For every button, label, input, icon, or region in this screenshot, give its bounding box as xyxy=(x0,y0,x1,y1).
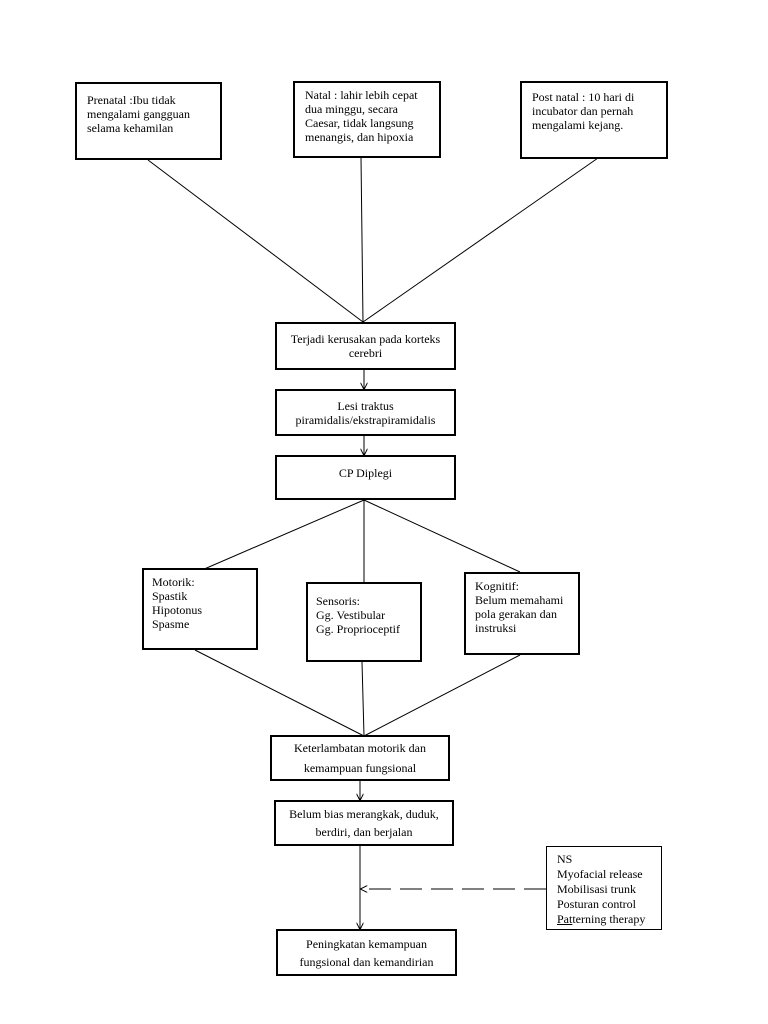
line-sensoris-to-keterlambatan xyxy=(361,661,365,737)
natal-line-1: Natal : lahir lebih cepat xyxy=(305,88,418,102)
peningkatan-line-2: fungsional dan kemandirian xyxy=(299,954,434,969)
natal-line-4: menangis, dan hipoxia xyxy=(305,130,414,144)
line-kognitif-to-keterlambatan xyxy=(363,654,521,737)
kerusakan-line-1: Terjadi kerusakan pada korteks xyxy=(290,332,441,346)
kerusakan-box: Terjadi kerusakan pada korteks cerebri xyxy=(275,322,456,370)
line-natal-to-kerusakan xyxy=(360,156,364,323)
lesi-line-2: piramidalis/ekstrapiramidalis xyxy=(295,412,436,427)
sensoris-box: Sensoris: Gg. Vestibular Gg. Propriocept… xyxy=(306,582,422,662)
keterlambatan-line-2: kemampuan fungsional xyxy=(303,761,417,775)
ns-line-4: Posturan control xyxy=(557,897,636,911)
kognitif-box: Kognitif: Belum memahami pola gerakan da… xyxy=(464,572,580,655)
natal-line-3: Caesar, tidak langsung xyxy=(305,116,414,130)
keterlambatan-box: Keterlambatan motorik dan kemampuan fung… xyxy=(270,735,450,781)
lesi-line-1: Lesi traktus xyxy=(337,398,394,413)
prenatal-line-1: Prenatal :Ibu tidak xyxy=(87,93,176,107)
cp-diplegi-box: CP Diplegi xyxy=(275,455,456,500)
kognitif-line-4: instruksi xyxy=(475,621,517,635)
cp-diplegi-label: CP Diplegi xyxy=(338,466,393,480)
line-cp-to-kognitif xyxy=(363,499,521,573)
belum-line-1: Belum bias merangkak, duduk, xyxy=(289,807,439,821)
ns-line-5: Patterning therapy xyxy=(557,912,651,927)
natal-box: Natal : lahir lebih cepat dua minggu, se… xyxy=(293,81,441,158)
prenatal-line-2: mengalami gangguan xyxy=(87,107,190,121)
line-postnatal-to-kerusakan xyxy=(362,157,599,323)
ns-line-3: Mobilisasi trunk xyxy=(557,882,637,896)
line-cp-to-motorik xyxy=(201,499,365,571)
peningkatan-line-1: Peningkatan kemampuan xyxy=(306,936,427,951)
kerusakan-line-2: cerebri xyxy=(348,346,383,360)
kognitif-line-3: pola gerakan dan xyxy=(475,607,557,621)
motorik-box: Motorik: Spastik Hipotonus Spasme xyxy=(142,568,258,650)
peningkatan-box: Peningkatan kemampuan fungsional dan kem… xyxy=(276,929,457,976)
keterlambatan-line-1: Keterlambatan motorik dan xyxy=(294,741,426,755)
ns-line-5-rest: terning therapy xyxy=(572,912,646,926)
natal-line-2: dua minggu, secara xyxy=(305,102,398,116)
sensoris-line-3: Gg. Proprioceptif xyxy=(316,622,400,636)
ns-intervention-box: NS Myofacial release Mobilisasi trunk Po… xyxy=(546,846,662,930)
sensoris-line-2: Gg. Vestibular xyxy=(316,608,386,622)
line-prenatal-to-kerusakan xyxy=(147,159,364,323)
postnatal-line-2: incubator dan pernah xyxy=(532,104,634,118)
belum-box: Belum bias merangkak, duduk, berdiri, da… xyxy=(274,800,454,846)
postnatal-box: Post natal : 10 hari di incubator dan pe… xyxy=(520,81,668,159)
kognitif-line-2: Belum memahami xyxy=(475,593,564,607)
motorik-line-1: Motorik: xyxy=(152,575,195,589)
postnatal-line-1: Post natal : 10 hari di xyxy=(532,90,635,104)
lesi-box: Lesi traktus piramidalis/ekstrapiramidal… xyxy=(275,389,456,436)
prenatal-box: Prenatal :Ibu tidak mengalami gangguan s… xyxy=(75,82,222,160)
motorik-line-3: Hipotonus xyxy=(152,603,203,617)
prenatal-line-3: selama kehamilan xyxy=(87,121,174,135)
postnatal-line-3: mengalami kejang. xyxy=(532,118,624,132)
ns-line-1: NS xyxy=(557,852,573,866)
kognitif-line-1: Kognitif: xyxy=(475,579,519,593)
ns-line-2: Myofacial release xyxy=(557,867,643,881)
belum-line-2: berdiri, dan berjalan xyxy=(315,825,413,839)
sensoris-line-1: Sensoris: xyxy=(316,594,361,608)
motorik-line-2: Spastik xyxy=(152,589,188,603)
line-motorik-to-keterlambatan xyxy=(194,649,365,737)
ns-line-5-underlined: Pat xyxy=(557,912,573,926)
motorik-line-4: Spasme xyxy=(152,617,190,631)
